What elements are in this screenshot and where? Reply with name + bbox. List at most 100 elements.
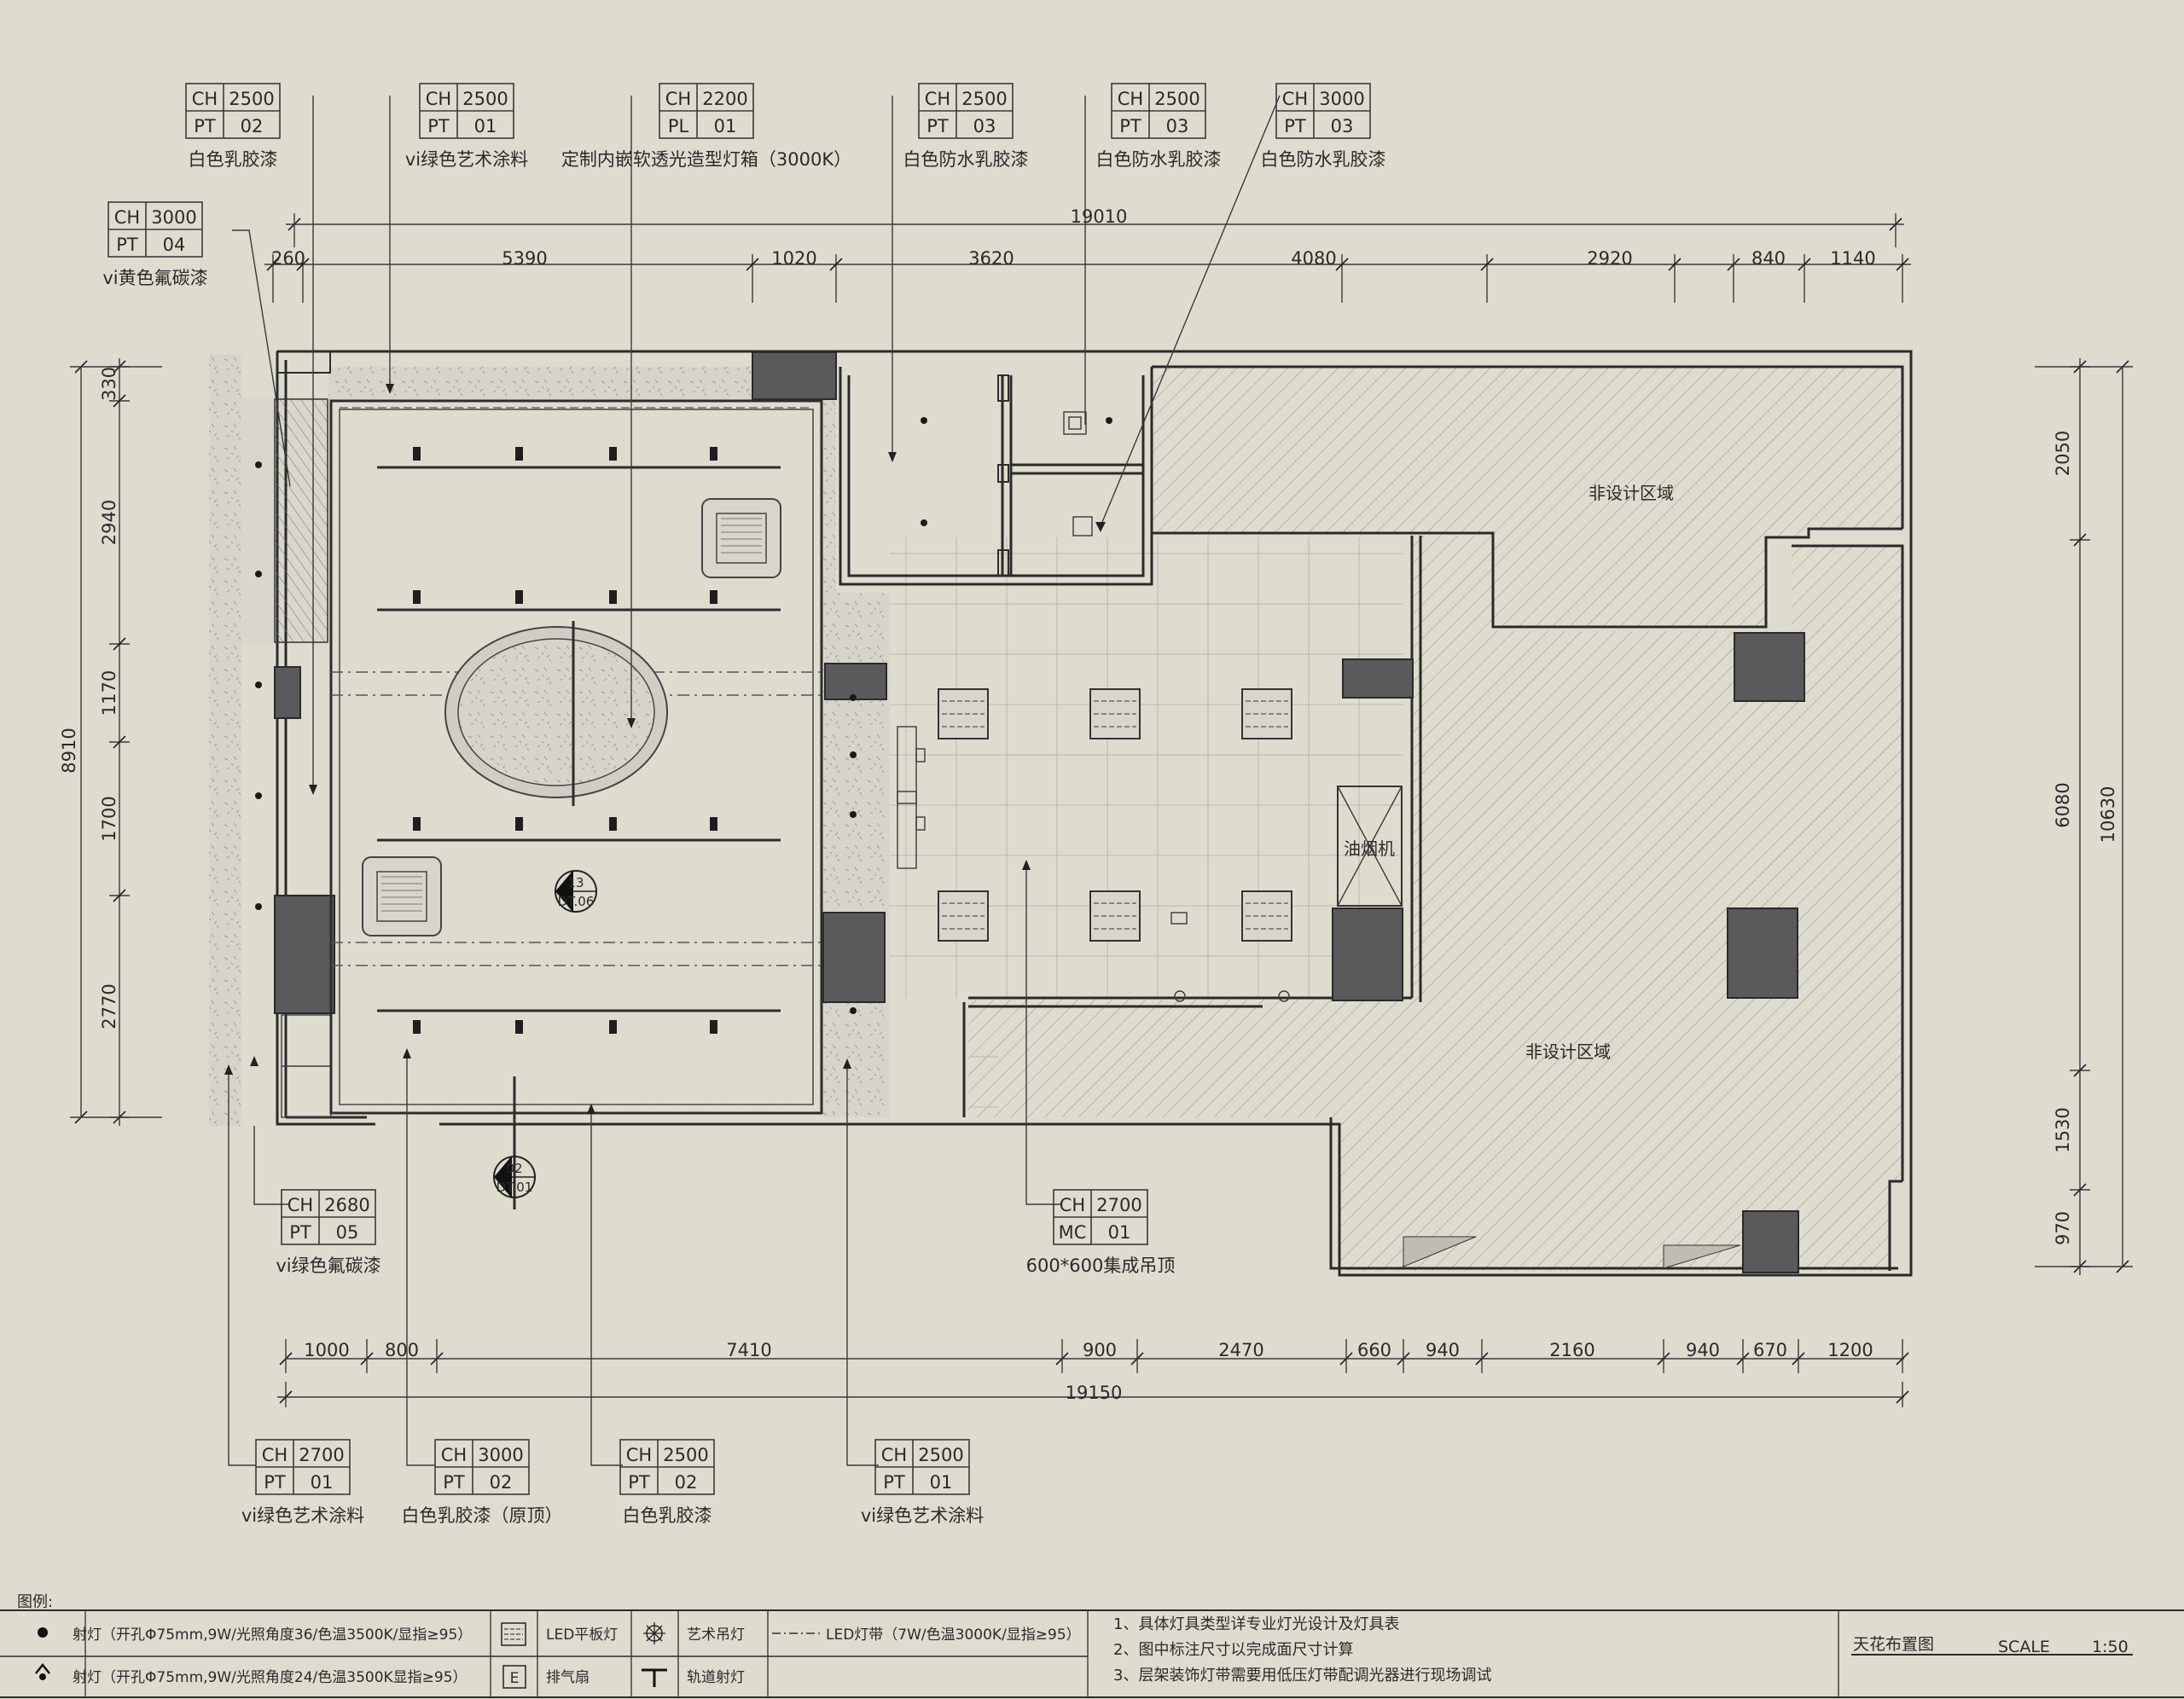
ac-unit-1 [701, 498, 781, 578]
dim-top-total: 19010 [1071, 206, 1128, 227]
top-tag-5-key1: CH [1118, 89, 1143, 109]
scale-value: 1:50 [2092, 1638, 2129, 1656]
top-tag-6-desc: 白色防水乳胶漆 [1261, 149, 1386, 170]
bottom-tag-2-key1: CH [1060, 1195, 1085, 1215]
range-hood-label: 油烟机 [1344, 838, 1395, 859]
dim-left-4: 1700 [99, 796, 119, 841]
bottom-tag-6-key1: CH [881, 1445, 907, 1465]
dim-left-total: 8910 [59, 728, 79, 773]
bottom-tag-3-val1: 2700 [299, 1445, 344, 1465]
top-tag-1-val1: 2500 [229, 89, 274, 109]
bottom-tag-2-val1: 2700 [1096, 1195, 1141, 1215]
top-tag-5-val1: 2500 [1154, 89, 1199, 109]
dim-top-5: 4080 [1291, 248, 1336, 269]
note-1: 1、具体灯具类型详专业灯光设计及灯具表 [1113, 1615, 1399, 1633]
svg-text:E: E [510, 1670, 520, 1687]
top-tag-4-key1: CH [925, 89, 950, 109]
led-panel-icon [501, 1622, 526, 1646]
dim-top-8: 1140 [1830, 248, 1875, 269]
bottom-tag-1-desc: vi绿色氟碳漆 [276, 1255, 380, 1276]
top-tag-1-desc: 白色乳胶漆 [189, 149, 278, 170]
spotlight-arrow-icon [35, 1662, 50, 1680]
dim-right-1: 2050 [2053, 431, 2073, 476]
dim-bottom-8: 2160 [1549, 1340, 1594, 1360]
bottom-tag-4-key2: PT [443, 1472, 465, 1493]
top-tag-5-val2: 03 [1166, 116, 1189, 136]
top-tag-3-desc: 定制内嵌软透光造型灯箱（3000K） [561, 149, 851, 170]
top-tag-4-desc: 白色防水乳胶漆 [903, 149, 1029, 170]
legend-exhaust-fan: 排气扇 [546, 1669, 590, 1686]
top-tag-2-key1: CH [426, 89, 451, 109]
top-tag-1-key2: PT [194, 116, 216, 136]
bottom-tag-4-val1: 3000 [478, 1445, 523, 1465]
top-tag-4-key2: PT [926, 116, 949, 136]
non-design-area-label-1: 非设计区域 [1589, 483, 1674, 503]
bottom-tag-4-key1: CH [441, 1445, 467, 1465]
section-mark-2-ref: DT.01 [497, 1180, 533, 1195]
top-tag-3-val2: 01 [714, 116, 737, 136]
top-tag-3-val1: 2200 [702, 89, 747, 109]
spotlight-dot-icon [38, 1627, 48, 1638]
bottom-tag-2-val2: 01 [1108, 1222, 1131, 1243]
ac-unit-2 [362, 856, 442, 936]
bottom-tag-1-val1: 2680 [324, 1195, 369, 1215]
bottom-tag-3-key1: CH [262, 1445, 288, 1465]
shop-room [329, 399, 823, 1209]
dim-left-5: 2770 [99, 983, 119, 1029]
bottom-tag-3-key2: PT [264, 1472, 286, 1493]
leader-arrows [224, 384, 1106, 1114]
dim-top-6: 2920 [1587, 248, 1632, 269]
top-tag-1-val2: 02 [241, 116, 264, 136]
led-panels [938, 688, 1292, 942]
dim-top-3: 1020 [771, 248, 816, 269]
bottom-tag-6-desc: vi绿色艺术涂料 [861, 1505, 984, 1526]
non-design-areas [968, 367, 1902, 1271]
bottom-tag-6-val2: 01 [930, 1472, 953, 1493]
top-tag-5-key2: PT [1119, 116, 1141, 136]
legend-art-pendant: 艺术吊灯 [687, 1627, 745, 1644]
top-tag-6-key2: PT [1284, 116, 1306, 136]
bottom-tag-6-val1: 2500 [918, 1445, 963, 1465]
note-2: 2、图中标注尺寸以完成面尺寸计算 [1113, 1641, 1353, 1659]
vi-yellow-panel [274, 398, 328, 643]
dim-bottom-7: 940 [1426, 1340, 1460, 1360]
bottom-tag-4-val2: 02 [490, 1472, 513, 1493]
bottom-tag-5-val2: 02 [675, 1472, 698, 1493]
note-3: 3、层架装饰灯带需要用低压灯带配调光器进行现场调试 [1113, 1667, 1491, 1685]
top-tag-2-val1: 2500 [462, 89, 508, 109]
top-tag-3-key1: CH [665, 89, 691, 109]
dim-bottom-9: 940 [1686, 1340, 1720, 1360]
dim-top-1: 260 [271, 248, 305, 269]
dim-bottom-10: 670 [1753, 1340, 1787, 1360]
non-design-area-label-2: 非设计区域 [1525, 1041, 1611, 1062]
top-tag-2-desc: vi绿色艺术涂料 [405, 149, 528, 170]
bottom-tag-1-key2: PT [289, 1222, 311, 1243]
structural-columns [274, 351, 1805, 1273]
dim-bottom-2: 800 [385, 1340, 419, 1360]
legend-led-strip: LED灯带（7W/色温3000K/显指≥95） [826, 1627, 1081, 1644]
top-tag-2-key2: PT [427, 116, 450, 136]
plan-title: 天花布置图 [1853, 1635, 1934, 1654]
top-tag-5-desc: 白色防水乳胶漆 [1096, 149, 1222, 170]
section-mark-1-ref: DT.06 [558, 894, 595, 909]
dim-right-4: 970 [2053, 1211, 2073, 1245]
top-tag-7-val1: 3000 [151, 207, 196, 228]
legend-spotlight-24: 射灯（开孔Φ75mm,9W/光照角度24/色温3500K显指≥95） [73, 1669, 468, 1686]
bottom-tag-2-key2: MC [1059, 1222, 1087, 1243]
dim-bottom-total: 19150 [1066, 1383, 1123, 1403]
bottom-tag-5-val1: 2500 [663, 1445, 708, 1465]
dim-left-2: 2940 [99, 500, 119, 545]
dim-right-3: 1530 [2053, 1107, 2073, 1152]
dim-bottom-3: 7410 [726, 1340, 771, 1360]
legend-led-panel: LED平板灯 [546, 1627, 618, 1644]
track-light-icon [642, 1668, 667, 1687]
bottom-tag-3-desc: vi绿色艺术涂料 [241, 1505, 364, 1526]
